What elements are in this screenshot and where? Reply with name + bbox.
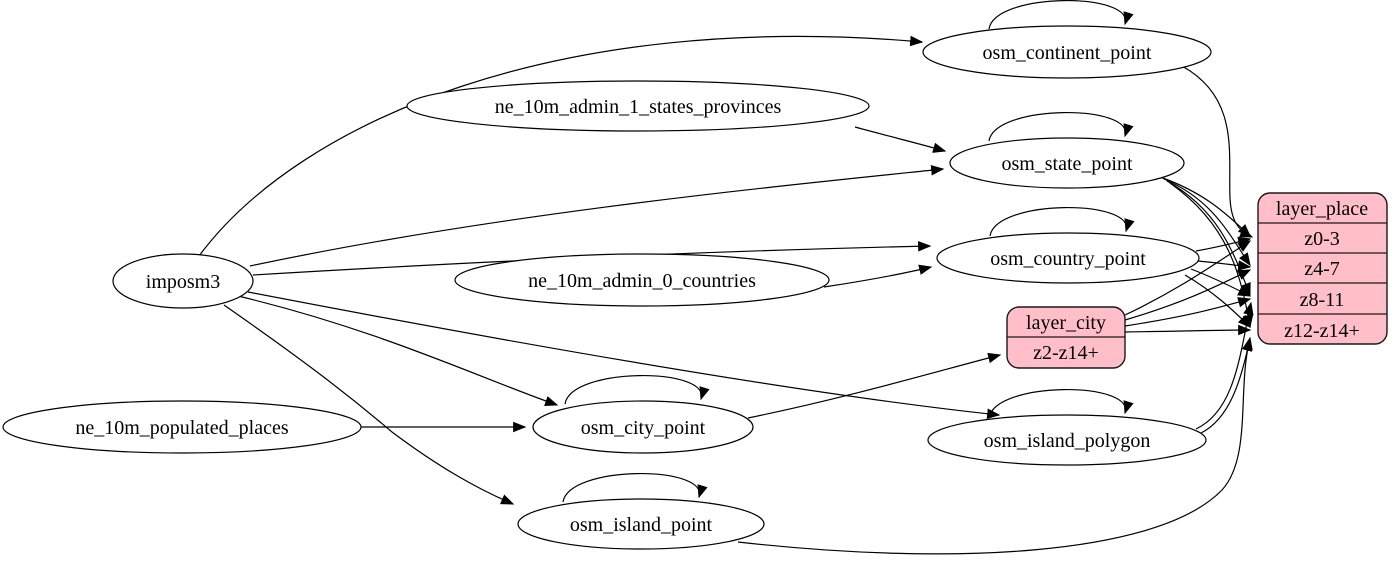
record-layer_city-row-z2-z14: z2-z14+ <box>1033 342 1099 364</box>
selfloop-osm_island_point <box>562 473 708 503</box>
node-osm_island_polygon: osm_island_polygon <box>927 414 1207 466</box>
node-ne_10m_populated_places-shape <box>2 400 362 454</box>
edge-group <box>198 0 1254 555</box>
edge-osm_island_point-layer_place_z12-z14 <box>737 337 1253 555</box>
edge-ne_10m_admin_1_states_provinces-osm_state_point <box>854 126 947 153</box>
edge-layer_city-layer_place_z12-z14 <box>1124 324 1252 336</box>
edge-osm_state_point-layer_place_z0-3 <box>1159 176 1251 237</box>
edge-imposm3-osm_state_point <box>249 164 945 267</box>
edge-imposm3-osm_island_polygon <box>247 291 1001 419</box>
edge-osm_continent_point-layer_place_z0-3 <box>1181 65 1254 238</box>
node-imposm3-label: imposm3 <box>146 271 220 293</box>
record-layer_place-row-z4-7: z4-7 <box>1304 258 1340 280</box>
record-layer_place: layer_place z0-3 z4-7 z8-11 z12-z14+ <box>1257 192 1388 345</box>
node-ne_10m_admin_0_countries: ne_10m_admin_0_countries <box>454 253 830 307</box>
edge-imposm3-osm_continent_point <box>198 35 924 257</box>
node-osm_continent_point-shape <box>922 25 1212 79</box>
node-osm_island_polygon-shape <box>927 414 1207 466</box>
edge-osm_country_point-layer_place_z4-7 <box>1197 260 1252 271</box>
node-osm_state_point: osm_state_point <box>949 137 1185 189</box>
edge-osm_country_point-layer_place_z0-3 <box>1195 236 1252 252</box>
record-layer_place-row-z8-11: z8-11 <box>1300 289 1345 311</box>
node-osm_city_point-label: osm_city_point <box>581 417 706 439</box>
node-ne_10m_admin_1_states_provinces: ne_10m_admin_1_states_provinces <box>406 80 870 132</box>
record-layer_city: layer_city z2-z14+ <box>1006 306 1126 369</box>
edge-imposm3-osm_island_point <box>223 304 515 505</box>
edge-imposm3-osm_city_point <box>237 295 559 407</box>
node-imposm3-shape <box>112 253 254 309</box>
record-layer_place-row-z12-z14: z12-z14+ <box>1284 320 1360 342</box>
node-osm_state_point-label: osm_state_point <box>1001 153 1133 175</box>
edge-osm_country_point-layer_place_z12-z14 <box>1184 274 1251 328</box>
edge-ne_10m_admin_0_countries-osm_country_point <box>823 264 933 288</box>
node-osm_island_point-shape <box>517 498 765 550</box>
edge-layer_city-layer_place_z0-3 <box>1124 240 1252 316</box>
node-osm_island_point-label: osm_island_point <box>570 514 713 536</box>
node-ne_10m_populated_places: ne_10m_populated_places <box>2 400 362 454</box>
node-ne_10m_admin_1_states_provinces-label: ne_10m_admin_1_states_provinces <box>495 96 782 118</box>
node-ne_10m_admin_0_countries-label: ne_10m_admin_0_countries <box>528 270 756 292</box>
node-osm_continent_point: osm_continent_point <box>922 25 1212 79</box>
selfloop-osm_continent_point <box>988 0 1134 30</box>
selfloop-osm_city_point <box>564 375 710 405</box>
record-layer_place-row-z0-3: z0-3 <box>1304 228 1340 250</box>
edge-layer_city-layer_place_z8-11 <box>1124 297 1252 327</box>
selfloop-osm_island_polygon <box>988 389 1134 419</box>
node-osm_city_point: osm_city_point <box>532 400 754 454</box>
edge-layer_city-layer_place_z4-7 <box>1124 269 1252 321</box>
node-osm_country_point-shape <box>936 232 1200 284</box>
node-ne_10m_admin_0_countries-shape <box>454 253 830 307</box>
node-ne_10m_admin_1_states_provinces-shape <box>406 80 870 132</box>
node-ne_10m_populated_places-label: ne_10m_populated_places <box>75 417 288 439</box>
node-osm_country_point: osm_country_point <box>936 232 1200 284</box>
record-layer_place-title: layer_place <box>1276 198 1368 220</box>
edge-osm_state_point-layer_place_z8-11 <box>1166 180 1251 297</box>
edge-osm_country_point-layer_place_z8-11 <box>1190 268 1252 297</box>
node-osm_island_point: osm_island_point <box>517 498 765 550</box>
node-osm_island_polygon-label: osm_island_polygon <box>984 430 1151 452</box>
selfloop-osm_state_point <box>988 112 1134 142</box>
edge-osm_island_polygon-layer_place_z8-11 <box>1195 301 1254 430</box>
node-osm_continent_point-label: osm_continent_point <box>983 42 1152 64</box>
node-imposm3: imposm3 <box>112 253 254 309</box>
node-osm_state_point-shape <box>949 137 1185 189</box>
record-layer_city-title: layer_city <box>1026 312 1106 334</box>
selfloop-osm_country_point <box>989 207 1135 237</box>
edge-osm_city_point-layer_city_z2-z14 <box>747 352 1002 419</box>
edge-osm_state_point-layer_place_z4-7 <box>1163 178 1251 267</box>
record-layer_place-box <box>1257 192 1388 345</box>
node-osm_country_point-label: osm_country_point <box>990 248 1146 270</box>
node-osm_city_point-shape <box>532 400 754 454</box>
